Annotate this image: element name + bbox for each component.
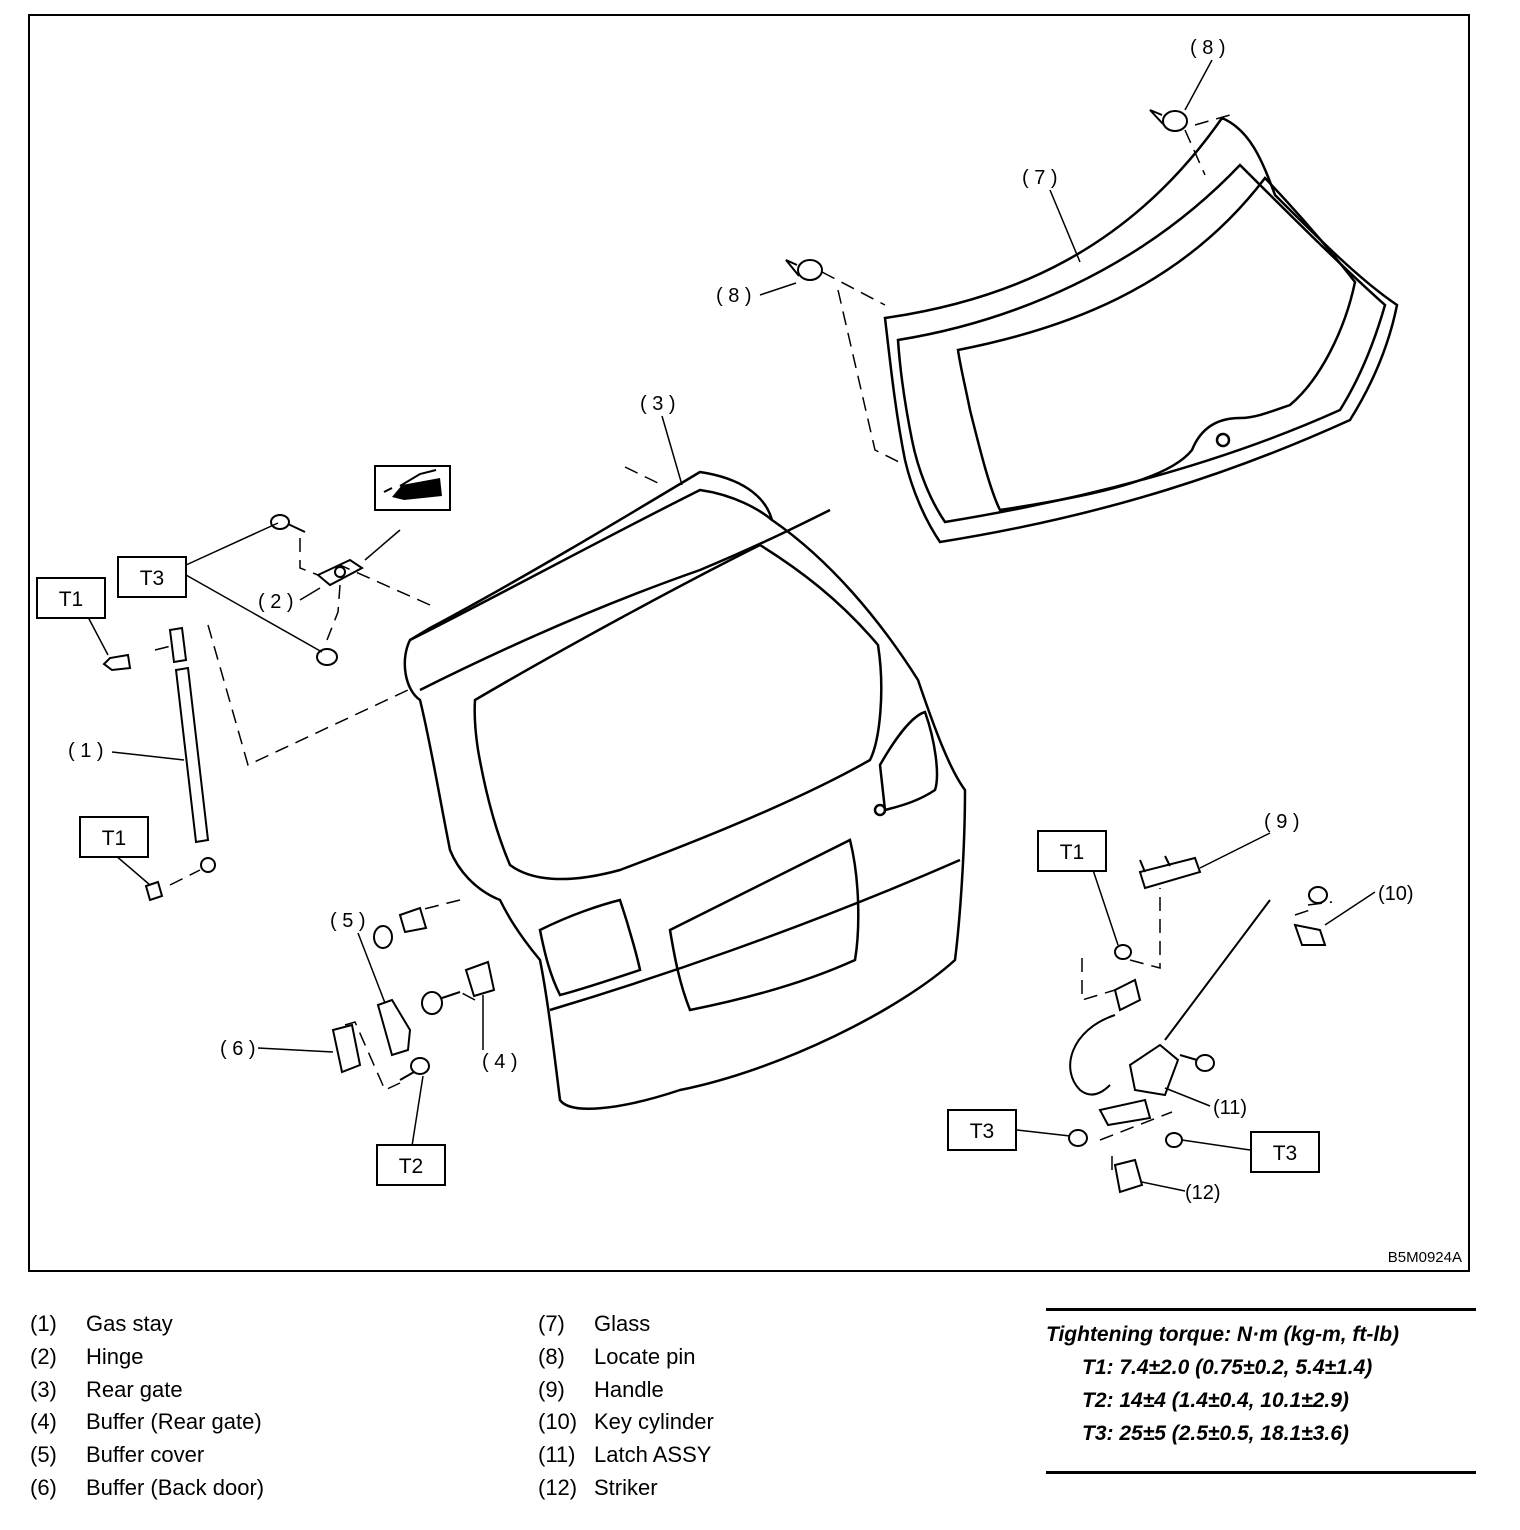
legend-name: Rear gate <box>86 1376 183 1402</box>
buffer-rear-gate-part <box>421 960 496 1015</box>
rear-gate-part <box>403 470 967 1110</box>
diagram-frame <box>28 14 1470 1272</box>
legend-num: (7) <box>538 1311 565 1337</box>
svg-text:T2: T2 <box>399 1155 424 1178</box>
legend-name: Glass <box>594 1311 651 1337</box>
torque-spec-t1: T1: 7.4±2.0 (0.75±0.2, 5.4±1.4) <box>1082 1356 1373 1379</box>
callout-1: ( 1 ) <box>68 740 104 762</box>
torque-box-t3-left: T3 <box>947 1109 1017 1151</box>
legend-left: (1) Gas stay (2) Hinge (3) Rear gate (4) Buf… <box>30 1308 264 1504</box>
glass-part <box>883 116 1399 544</box>
legend-name: Buffer cover <box>86 1442 205 1468</box>
legend-item: (3) Rear gate <box>30 1373 264 1406</box>
legend-num: (6) <box>30 1474 57 1500</box>
legend-item: (2) Hinge <box>30 1341 264 1374</box>
torque-box-t1-latch: T1 <box>1037 830 1107 872</box>
legend-name: Latch ASSY <box>594 1442 712 1468</box>
legend-num: (1) <box>30 1311 57 1337</box>
callout-8-upper: ( 8 ) <box>1190 37 1226 59</box>
legend-num: (11) <box>538 1442 576 1468</box>
legend-item: (4) Buffer (Rear gate) <box>30 1406 264 1439</box>
striker-part <box>1068 1129 1183 1194</box>
callout-11: (11) <box>1213 1097 1247 1119</box>
legend-right: (7) Glass (8) Locate pin (9) Handle (10) Key… <box>538 1308 714 1504</box>
hinge-part <box>270 514 364 666</box>
key-cylinder-part <box>1293 886 1328 946</box>
callout-8-left: ( 8 ) <box>716 285 752 307</box>
torque-box-t1-upper: T1 <box>36 577 106 619</box>
svg-text:T3: T3 <box>1273 1142 1298 1165</box>
callout-6: ( 6 ) <box>220 1038 256 1060</box>
assembly-dashed-lines <box>154 114 1333 1170</box>
leader-lines <box>87 59 1376 1192</box>
legend-item: (6) Buffer (Back door) <box>30 1471 264 1504</box>
svg-text:T1: T1 <box>102 827 127 850</box>
legend-num: (4) <box>30 1409 57 1435</box>
grease-icon <box>374 465 451 511</box>
torque-spec-t3: T3: 25±5 (2.5±0.5, 18.1±3.6) <box>1082 1422 1349 1445</box>
legend-item: (11) Latch ASSY <box>538 1439 714 1472</box>
legend-num: (2) <box>30 1344 57 1370</box>
buffer-back-door-part <box>331 1023 430 1081</box>
callout-12: (12) <box>1185 1182 1221 1204</box>
buffer-cover-part <box>373 906 428 1057</box>
svg-text:T3: T3 <box>140 567 165 590</box>
legend-item: (10) Key cylinder <box>538 1406 714 1439</box>
legend-name: Key cylinder <box>594 1409 714 1435</box>
locate-pin-upper <box>1149 109 1188 132</box>
torque-box-t1-lower: T1 <box>79 816 149 858</box>
figure-code: B5M0924A <box>1388 1249 1462 1266</box>
legend-name: Locate pin <box>594 1344 696 1370</box>
legend-num: (8) <box>538 1344 565 1370</box>
callout-2: ( 2 ) <box>258 591 294 613</box>
torque-spec-table: Tightening torque: N·m (kg-m, ft-lb) T1:… <box>1046 1308 1476 1474</box>
legend-item: (5) Buffer cover <box>30 1439 264 1472</box>
legend-name: Gas stay <box>86 1311 173 1337</box>
latch-assy-part <box>1069 899 1271 1127</box>
callout-5: ( 5 ) <box>330 910 366 932</box>
legend-num: (5) <box>30 1442 57 1468</box>
legend-num: (10) <box>538 1409 578 1435</box>
legend-num: (12) <box>538 1474 578 1500</box>
legend-name: Buffer (Rear gate) <box>86 1409 262 1435</box>
legend-item: (1) Gas stay <box>30 1308 264 1341</box>
exploded-parts-diagram: ( 8 ) ( 7 ) ( 8 ) ( 3 ) ( 2 ) ( 1 ) ( 5 … <box>28 14 1470 1272</box>
legend-name: Striker <box>594 1474 658 1500</box>
handle-part <box>1138 855 1202 890</box>
torque-box-t2: T2 <box>376 1144 446 1186</box>
callout-4: ( 4 ) <box>482 1051 518 1073</box>
locate-pin-left <box>785 259 823 281</box>
torque-spec-t2: T2: 14±4 (1.4±0.4, 10.1±2.9) <box>1082 1389 1349 1412</box>
legend-name: Hinge <box>86 1344 144 1370</box>
torque-box-t3-hinge: T3 <box>117 556 187 598</box>
legend-item: (7) Glass <box>538 1308 714 1341</box>
legend-name: Handle <box>594 1376 664 1402</box>
svg-text:T3: T3 <box>970 1120 995 1143</box>
legend-item: (12) Striker <box>538 1471 714 1504</box>
torque-spec-title: Tightening torque: N·m (kg-m, ft-lb) <box>1046 1323 1400 1346</box>
callout-10: (10) <box>1378 883 1414 905</box>
legend-num: (9) <box>538 1376 565 1402</box>
callout-9: ( 9 ) <box>1264 811 1300 833</box>
legend-item: (8) Locate pin <box>538 1341 714 1374</box>
callout-7: ( 7 ) <box>1022 167 1058 189</box>
torque-box-t3-right: T3 <box>1250 1131 1320 1173</box>
callout-3: ( 3 ) <box>640 393 676 415</box>
legend-num: (3) <box>30 1376 57 1402</box>
legend-item: (9) Handle <box>538 1373 714 1406</box>
legend-name: Buffer (Back door) <box>86 1474 265 1500</box>
svg-text:T1: T1 <box>59 588 84 611</box>
svg-text:T1: T1 <box>1060 841 1085 864</box>
